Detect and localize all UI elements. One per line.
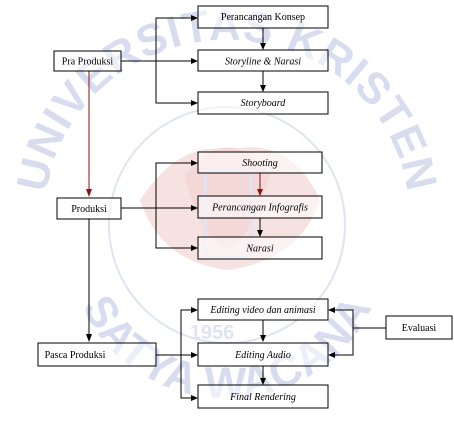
connector-evaluasi-video [335, 309, 386, 329]
arrowhead [191, 352, 198, 358]
arrowhead [191, 160, 198, 166]
node-editing-audio: Editing Audio [197, 342, 329, 367]
connector-pasca-final [180, 355, 192, 399]
node-produksi: Produksi [56, 197, 122, 220]
node-final-rendering: Final Rendering [197, 384, 329, 409]
node-produksi-label: Produksi [71, 204, 107, 215]
node-perancangan-konsep-label: Perancangan Konsep [221, 12, 305, 23]
node-perancangan-infografis: Perancangan Infografis [197, 195, 323, 219]
arrowhead [191, 395, 198, 401]
arrowhead [86, 334, 92, 342]
node-narasi: Narasi [197, 236, 323, 260]
node-editing-video-animasi-label: Editing video dan animasi [209, 305, 315, 316]
arrowhead [260, 378, 266, 385]
node-editing-audio-label: Editing Audio [234, 350, 291, 361]
node-pra-produksi: Pra Produksi [53, 50, 122, 72]
arrowhead [191, 307, 198, 313]
node-perancangan-konsep: Perancangan Konsep [197, 5, 329, 29]
node-pasca-produksi-label: Pasca Produksi [45, 350, 106, 361]
arrowhead [86, 189, 92, 197]
node-storyline-narasi: Storyline & Narasi [197, 49, 329, 72]
node-evaluasi: Evaluasi [385, 315, 453, 340]
arrowhead [328, 307, 335, 313]
node-pra-produksi-label: Pra Produksi [62, 57, 114, 68]
node-final-rendering-label: Final Rendering [229, 392, 296, 403]
arrowhead [257, 189, 263, 196]
connectors [86, 15, 386, 401]
node-storyboard-label: Storyboard [241, 98, 287, 109]
arrowhead [260, 335, 266, 342]
node-evaluasi-label: Evaluasi [402, 323, 437, 334]
arrowhead [260, 43, 266, 50]
node-shooting-label: Shooting [242, 158, 278, 169]
node-storyboard: Storyboard [197, 91, 329, 115]
node-editing-video-animasi: Editing video dan animasi [197, 298, 329, 321]
watermark-year: 1956 [190, 322, 235, 344]
arrowhead [191, 205, 198, 211]
connector-pra-storyboard [155, 61, 192, 104]
arrowhead [191, 245, 198, 251]
arrowhead [328, 352, 335, 358]
arrowhead [257, 230, 263, 237]
node-storyline-narasi-label: Storyline & Narasi [225, 57, 301, 68]
node-perancangan-infografis-label: Perancangan Infografis [211, 203, 308, 214]
node-pasca-produksi: Pasca Produksi [37, 342, 157, 367]
node-narasi-label: Narasi [245, 244, 273, 255]
node-shooting: Shooting [197, 151, 323, 174]
arrowhead [191, 100, 198, 106]
arrowhead [191, 58, 198, 64]
arrowhead [260, 85, 266, 92]
arrowhead [191, 15, 198, 21]
connector-produksi-narasi [155, 208, 192, 249]
connector-evaluasi-audio [335, 328, 354, 356]
